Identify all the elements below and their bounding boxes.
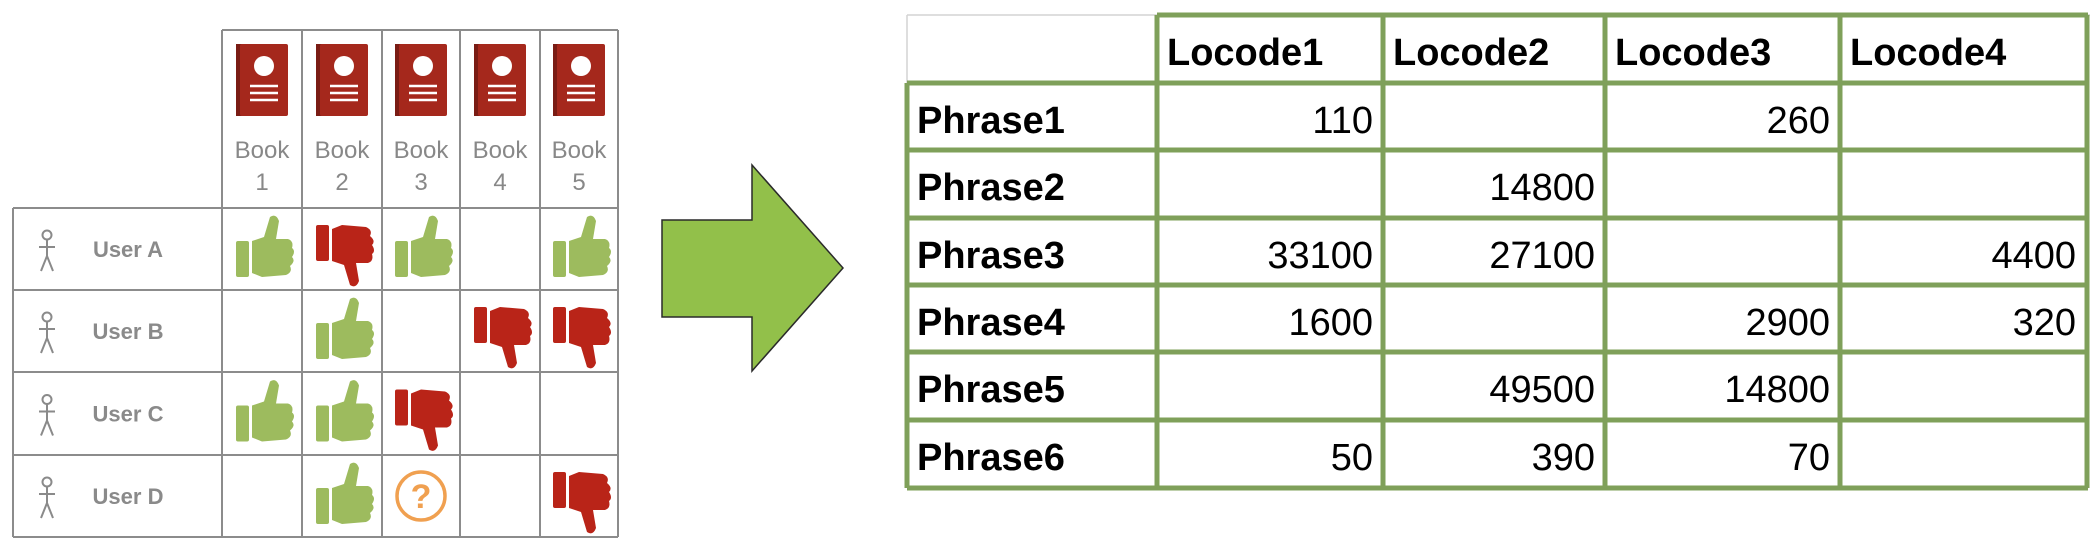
- thumbs-down-icon: [474, 307, 532, 369]
- book-label: Book: [235, 137, 291, 164]
- table-row: Phrase5 49500 14800: [917, 369, 1830, 411]
- table-row: Phrase1 110 260: [917, 100, 1830, 142]
- thumbs-up-icon: [316, 380, 374, 442]
- thumbs-up-icon: [236, 215, 294, 277]
- thumbs-up-icon: [236, 380, 294, 442]
- table-row: Phrase3 33100 27100 4400: [917, 235, 2076, 277]
- table-cell: 33100: [1267, 235, 1373, 277]
- table-cell: 110: [1312, 100, 1373, 142]
- svg-text:?: ?: [411, 478, 432, 516]
- user-row: User A: [38, 215, 611, 287]
- thumbs-down-icon: [553, 307, 611, 369]
- table-cell: 260: [1767, 100, 1830, 142]
- user-row: User C: [38, 380, 453, 451]
- table-cell: 390: [1532, 437, 1595, 479]
- person-icon: [38, 476, 56, 519]
- question-mark-icon: ?: [395, 470, 447, 522]
- table-cell: 4400: [1991, 235, 2076, 277]
- user-row: User D?: [38, 462, 611, 534]
- book-header: Book 5: [552, 44, 608, 196]
- book-icon: [553, 44, 605, 116]
- row-header: Phrase5: [917, 369, 1065, 411]
- thumbs-up-icon: [553, 215, 611, 277]
- table-cell: 14800: [1489, 167, 1595, 209]
- table-cell: 50: [1331, 437, 1373, 479]
- column-header: Locode1: [1167, 32, 1323, 74]
- user-label: User D: [93, 484, 164, 509]
- book-header: Book 4: [473, 44, 529, 196]
- person-icon: [38, 394, 56, 437]
- row-header: Phrase4: [917, 302, 1065, 344]
- table-cell: 27100: [1489, 235, 1595, 277]
- table-cell: 320: [2013, 302, 2076, 344]
- book-number: 4: [493, 169, 506, 196]
- book-label: Book: [473, 137, 529, 164]
- row-header: Phrase2: [917, 167, 1065, 209]
- table-cell: 49500: [1489, 369, 1595, 411]
- book-label: Book: [552, 137, 608, 164]
- book-icon: [395, 44, 447, 116]
- right-arrow-icon: [661, 163, 845, 373]
- thumbs-up-icon: [395, 215, 453, 277]
- book-icon: [316, 44, 368, 116]
- book-number: 2: [335, 169, 348, 196]
- person-icon: [38, 229, 56, 272]
- user-label: User C: [93, 402, 164, 427]
- user-label: User B: [93, 319, 164, 344]
- book-label: Book: [394, 137, 450, 164]
- book-number: 3: [414, 169, 427, 196]
- column-header: Locode2: [1393, 32, 1549, 74]
- thumbs-down-icon: [395, 389, 453, 451]
- book-icon: [236, 44, 288, 116]
- transform-arrow: [661, 163, 845, 373]
- row-header: Phrase1: [917, 100, 1065, 142]
- table-row: Phrase6 50 390 70: [917, 437, 1830, 479]
- book-header: Book 2: [315, 44, 371, 196]
- column-header: Locode3: [1615, 32, 1771, 74]
- thumbs-down-icon: [316, 225, 374, 287]
- table-row: Phrase2 14800: [917, 167, 1595, 209]
- row-header: Phrase6: [917, 437, 1065, 479]
- user-label: User A: [93, 237, 163, 262]
- table-cell: 14800: [1724, 369, 1830, 411]
- table-cell: 1600: [1288, 302, 1373, 344]
- sheet-borders: [904, 12, 2090, 491]
- book-number: 5: [572, 169, 585, 196]
- book-label: Book: [315, 137, 371, 164]
- matrix-grid: [12, 29, 619, 538]
- book-header: Book 3: [394, 44, 450, 196]
- book-header: Book 1: [235, 44, 291, 196]
- thumbs-up-icon: [316, 462, 374, 524]
- row-header: Phrase3: [917, 235, 1065, 277]
- table-cell: 2900: [1745, 302, 1830, 344]
- thumbs-down-icon: [553, 472, 611, 534]
- book-icon: [474, 44, 526, 116]
- user-row: User B: [38, 297, 611, 369]
- thumbs-up-icon: [316, 297, 374, 359]
- person-icon: [38, 311, 56, 354]
- table-cell: 70: [1788, 437, 1830, 479]
- table-row: Phrase4 1600 2900 320: [917, 302, 2076, 344]
- book-number: 1: [255, 169, 268, 196]
- column-header: Locode4: [1850, 32, 2006, 74]
